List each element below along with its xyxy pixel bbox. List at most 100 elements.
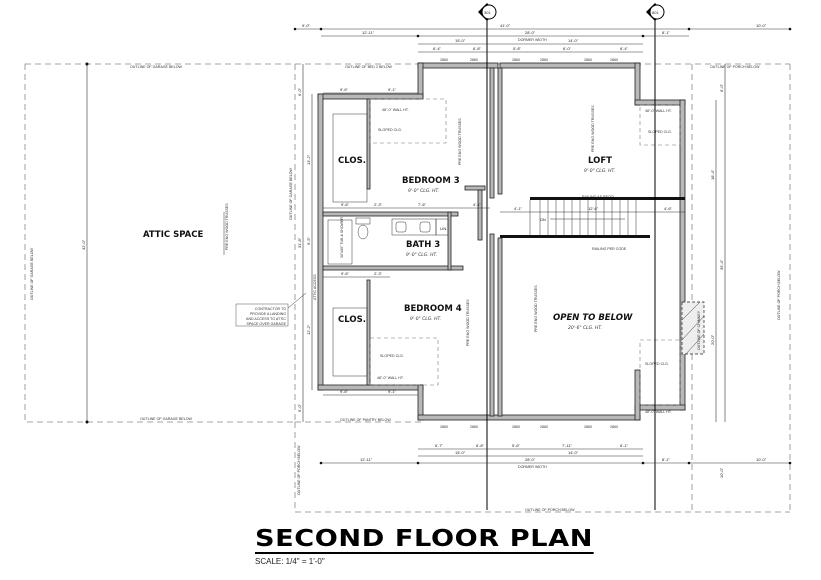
staircase: DN: [500, 197, 685, 238]
svg-text:6'-8": 6'-8": [476, 443, 485, 448]
bedroom-3-label: BEDROOM 3: [402, 176, 460, 186]
svg-text:5'-8": 5'-8": [513, 46, 522, 51]
svg-text:9'-6": 9'-6": [341, 202, 350, 207]
vanity: [391, 218, 437, 236]
svg-text:13'-2": 13'-2": [306, 154, 311, 165]
svg-text:6'-4": 6'-4": [433, 46, 442, 51]
tub-shower: [327, 219, 353, 265]
porch-outline-label-right: OUTLINE OF PORCH BELOW: [777, 270, 781, 320]
toilet-tank: [355, 217, 371, 225]
svg-text:801: 801: [652, 10, 659, 15]
svg-text:6'-1": 6'-1": [620, 443, 629, 448]
svg-text:9'-1": 9'-1": [388, 87, 397, 92]
loft-ceiling: 9'-0" CLG. HT.: [584, 168, 615, 174]
attic-trusses-note: PRE ENG WOOD TRUSSES: [225, 203, 229, 250]
svg-text:14'-0": 14'-0": [568, 450, 579, 455]
bath-3-ceiling: 9'-0" CLG. HT.: [406, 252, 437, 258]
bottom-dimensions: 2860 2860 2860 2860 2860 2860 6'-7" 6'-8…: [319, 425, 792, 478]
svg-text:12'-2": 12'-2": [306, 324, 311, 335]
garage-outline-label-right: OUTLINE OF GARAGE BELOW: [289, 167, 293, 220]
svg-text:CONTRACTOR TO: CONTRACTOR TO: [255, 307, 286, 311]
svg-text:6'-0": 6'-0": [297, 87, 302, 96]
svg-text:4'-1": 4'-1": [473, 202, 482, 207]
svg-text:301: 301: [484, 10, 491, 15]
right-dimensions: 6'-0" 18'-4" 35'-4" 20'-0": [710, 64, 726, 422]
toilet-bowl: [357, 224, 369, 240]
porch-outline-label-left: OUTLINE OF PORCH BELOW: [297, 445, 301, 495]
svg-text:2860: 2860: [470, 58, 478, 62]
railing-code-note: RAILING PER CODE: [592, 247, 627, 251]
svg-text:2860: 2860: [540, 58, 548, 62]
bedroom-4-label: BEDROOM 4: [404, 304, 462, 314]
garage-outline-label-top: OUTLINE OF GARAGE BELOW: [130, 65, 183, 69]
svg-text:41'-0": 41'-0": [500, 23, 511, 28]
svg-text:48"-0" WALL HT.: 48"-0" WALL HT.: [645, 109, 672, 113]
svg-text:6'-0": 6'-0": [719, 83, 724, 92]
svg-text:9'-6": 9'-6": [340, 389, 349, 394]
open-to-below-label: OPEN TO BELOW: [553, 313, 633, 323]
bath-3-label: BATH 3: [406, 240, 440, 250]
svg-text:2'-3": 2'-3": [374, 271, 383, 276]
svg-text:OUTLINE OF CHIMNEY: OUTLINE OF CHIMNEY: [697, 310, 701, 350]
svg-text:6'-0": 6'-0": [297, 403, 302, 412]
svg-text:AND ACCESS TO ATTIC: AND ACCESS TO ATTIC: [246, 317, 286, 321]
svg-text:9'-1": 9'-1": [388, 389, 397, 394]
linen-closet: [435, 218, 449, 236]
svg-text:9'-6": 9'-6": [340, 87, 349, 92]
garage-outline-label-bottom: OUTLINE OF GARAGE BELOW: [140, 417, 193, 421]
porch-outline-label-top: OUTLINE OF PORCH BELOW: [710, 65, 760, 69]
svg-text:2860: 2860: [512, 58, 520, 62]
bed2-outline-label: OUTLINE OF BED 2 BELOW: [345, 65, 393, 69]
sloped-clg-note-1: SLOPED CLG.: [378, 128, 402, 132]
svg-text:2860: 2860: [610, 425, 618, 429]
svg-text:8'-1": 8'-1": [662, 457, 671, 462]
svg-text:9'-0": 9'-0": [302, 23, 311, 28]
svg-text:8'-1": 8'-1": [662, 30, 671, 35]
bedroom-4-ceiling: 9'-0" CLG. HT.: [410, 316, 441, 322]
svg-text:9'-6": 9'-6": [341, 271, 350, 276]
bed4-trusses-note: PRE ENG WOOD TRUSSES: [466, 299, 470, 346]
loft-trusses-note: PRE ENG WOOD TRUSSES: [591, 105, 595, 152]
garage-outline: [24, 63, 296, 423]
svg-text:DORMER WIDTH: DORMER WIDTH: [518, 38, 547, 42]
svg-text:2860: 2860: [440, 425, 448, 429]
svg-text:2860: 2860: [584, 425, 592, 429]
svg-text:7'-11": 7'-11": [562, 443, 572, 448]
svg-text:6'-0": 6'-0": [563, 46, 572, 51]
stair-down-label: DN: [540, 217, 546, 222]
svg-text:35'-4": 35'-4": [719, 259, 724, 270]
linen-label: LIN.: [440, 226, 447, 231]
section-marker-801: 801: [646, 3, 665, 510]
svg-text:48"-0" WALL HT.: 48"-0" WALL HT.: [382, 108, 409, 112]
svg-text:7'-6": 7'-6": [418, 202, 427, 207]
drawing-title: SECOND FLOOR PLAN: [255, 526, 594, 554]
top-dimensions: 9'-0" 41'-0" 10'-0" 12'-11" 28'-0" DORME…: [293, 23, 792, 62]
svg-text:31'-8": 31'-8": [297, 237, 302, 248]
section-marker-301: 301: [478, 3, 497, 510]
svg-text:2'-3": 2'-3": [374, 202, 383, 207]
sink-2: [419, 221, 431, 233]
svg-text:2860: 2860: [470, 425, 478, 429]
svg-text:14'-0": 14'-0": [568, 38, 579, 43]
contractor-note: CONTRACTOR TO PROVIDE A LANDING AND ACCE…: [235, 292, 307, 327]
drawing-scale: SCALE: 1/4" = 1'-0": [255, 557, 325, 566]
chimney-outline: OUTLINE OF CHIMNEY: [681, 301, 705, 355]
sink-1: [395, 221, 407, 233]
svg-text:18'-4": 18'-4": [710, 169, 715, 180]
svg-text:9'-5": 9'-5": [306, 236, 311, 245]
svg-text:2860: 2860: [440, 58, 448, 62]
svg-text:12'-6": 12'-6": [588, 206, 599, 211]
sloped-clg-note-4: SLOPED CLG.: [645, 362, 669, 366]
attic-space-label: ATTIC SPACE: [143, 230, 203, 240]
sloped-clg-note-2: SLOPED CLG.: [380, 354, 404, 358]
closet-lower-label: CLOS.: [338, 315, 366, 325]
open-to-below-ceiling: 20'-6" CLG. HT.: [568, 325, 602, 331]
svg-text:28'-0": 28'-0": [525, 30, 536, 35]
attic-dimension: 42'-0": [81, 239, 86, 250]
loft-dimensions: 4'-1" 12'-6" 4'-6": [500, 206, 685, 213]
svg-text:20'-0": 20'-0": [710, 334, 715, 345]
svg-text:15'-0": 15'-0": [455, 450, 466, 455]
garage-outline-label-left: OUTLINE OF GARAGE BELOW: [30, 247, 34, 300]
svg-text:15'-0": 15'-0": [455, 38, 466, 43]
